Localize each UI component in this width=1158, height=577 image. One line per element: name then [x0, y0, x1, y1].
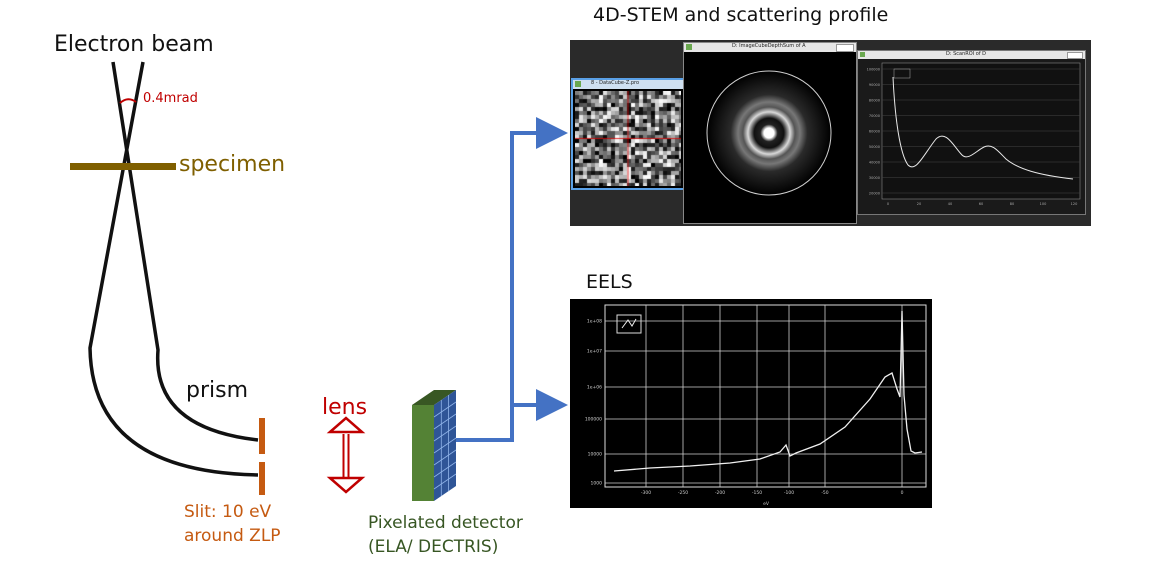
stem-screenshot-panel: 8 - DataCube-Z.pro D: ImageCubeDepthSum … — [570, 40, 1091, 226]
datacube-title: 8 - DataCube-Z.pro — [591, 80, 640, 86]
detector-grid-line — [433, 473, 457, 490]
eels-legend-glyph — [621, 318, 637, 329]
profile-x-tick-label: 100 — [1040, 202, 1047, 206]
eels-x-tick-label: -100 — [784, 490, 794, 496]
eels-y-tick-label: 1000 — [591, 481, 603, 487]
diffraction-title: D: ImageCubeDepthSum of A — [732, 43, 806, 49]
angle-label: 0.4mrad — [143, 91, 198, 106]
eels-x-tick-label: -50 — [821, 490, 828, 496]
prism-label: prism — [186, 378, 249, 403]
diffraction-window[interactable]: D: ImageCubeDepthSum of A — [683, 42, 857, 224]
eels-y-tick-label: 10000 — [588, 452, 602, 458]
detector-grid-line — [433, 413, 457, 430]
lens-label: lens — [322, 395, 368, 420]
eels-legend-box — [616, 314, 642, 334]
scattering-profile-plot: 100000 90000 80000 70000 60000 50000 40000 3000… — [867, 62, 1081, 206]
stem-title: 4D-STEM and scattering profile — [593, 4, 889, 26]
profile-curve — [892, 76, 1074, 180]
beam-left-ray — [111, 61, 259, 442]
slit-label-line1: Slit: 10 eV — [184, 502, 272, 522]
profile-x-tick-label: 20 — [917, 202, 921, 206]
profile-titlebar: D: ScanROI of D — [858, 51, 1085, 59]
beam-right-ray — [88, 61, 259, 477]
datacube-titlebar: 8 - DataCube-Z.pro — [573, 80, 683, 89]
profile-x-tick-label: 60 — [979, 202, 983, 206]
profile-y-tick-label: 20000 — [869, 192, 880, 196]
profile-x-tick-label: 0 — [887, 202, 889, 206]
window-controls[interactable] — [1067, 52, 1083, 59]
eels-y-tick-label: 1e+08 — [587, 319, 602, 325]
eels-x-tick-label: -150 — [752, 490, 762, 496]
profile-x-tick-label: 40 — [948, 202, 952, 206]
window-controls[interactable] — [836, 44, 854, 52]
profile-y-tick-label: 80000 — [869, 99, 880, 103]
eels-x-axis-label: eV — [763, 501, 770, 507]
eels-x-tick-label: -200 — [715, 490, 725, 496]
window-icon — [575, 81, 581, 87]
profile-y-tick-label: 40000 — [869, 161, 880, 165]
slit-label-line2: around ZLP — [184, 526, 281, 546]
detector-pixel-grid — [433, 395, 457, 496]
detector-grid-line — [433, 437, 457, 454]
profile-y-tick-label: 30000 — [869, 176, 880, 180]
detector-grid-line — [433, 461, 457, 478]
specimen-bar — [70, 163, 176, 170]
eels-x-tick-label: 0 — [901, 490, 904, 496]
detector-label-line1: Pixelated detector — [368, 513, 523, 533]
eels-x-tick-label: -300 — [641, 490, 651, 496]
eels-screenshot-panel: -300 -250 -200 -150 -100 -50 0 1e+08 1e+07 1e+06 1… — [570, 299, 932, 508]
diffraction-titlebar: D: ImageCubeDepthSum of A — [684, 43, 856, 52]
slit-lower — [259, 462, 265, 495]
window-icon — [860, 52, 865, 57]
eels-spectrum-curve — [613, 310, 923, 472]
profile-x-tick-label: 120 — [1071, 202, 1078, 206]
diffraction-pattern — [706, 70, 832, 196]
eels-x-tick-label: -250 — [678, 490, 688, 496]
profile-y-tick-label: 90000 — [869, 83, 880, 87]
detector-grid-line — [433, 401, 457, 418]
eels-plot-frame — [604, 304, 927, 488]
eels-spectrum-plot: -300 -250 -200 -150 -100 -50 0 1e+08 1e+07 1e+06 1… — [585, 304, 927, 507]
profile-x-tick-label: 80 — [1010, 202, 1014, 206]
datacube-window[interactable]: 8 - DataCube-Z.pro — [571, 78, 685, 190]
profile-y-tick-label: 70000 — [869, 114, 880, 118]
slit-upper — [259, 418, 265, 454]
profile-y-tick-label: 60000 — [869, 130, 880, 134]
eels-y-tick-label: 1e+07 — [587, 349, 602, 355]
specimen-label: specimen — [179, 152, 286, 177]
window-icon — [686, 44, 692, 50]
datacube-noise-image — [575, 91, 681, 186]
eels-y-tick-label: 100000 — [585, 417, 602, 423]
lens-double-arrow — [326, 416, 366, 494]
profile-title: D: ScanROI of D — [946, 51, 987, 57]
profile-y-tick-label: 100000 — [867, 68, 880, 72]
eels-y-tick-label: 1e+06 — [587, 385, 602, 391]
detector-label-line2: (ELA/ DECTRIS) — [368, 537, 499, 557]
profile-y-tick-label: 50000 — [869, 145, 880, 149]
detector-grid-line — [433, 425, 457, 442]
profile-legend-box — [893, 68, 911, 79]
detector-grid-line — [433, 449, 457, 466]
arrow-to-stem — [456, 117, 568, 442]
eels-title: EELS — [586, 271, 633, 293]
angle-arc — [119, 98, 137, 104]
electron-beam-label: Electron beam — [54, 32, 214, 57]
